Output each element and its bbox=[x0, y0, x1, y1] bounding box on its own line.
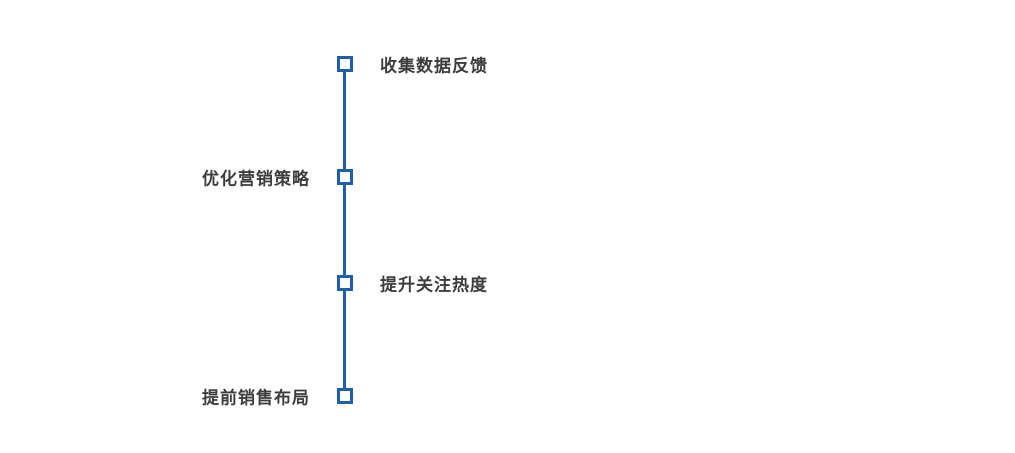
milestone-label: 提前销售布局 bbox=[202, 388, 310, 408]
milestone-marker bbox=[337, 275, 353, 291]
milestone-marker bbox=[337, 169, 353, 185]
milestone-marker bbox=[337, 56, 353, 72]
milestone-label: 提升关注热度 bbox=[380, 275, 488, 295]
milestone-label: 收集数据反馈 bbox=[380, 56, 488, 76]
timeline-line bbox=[343, 63, 346, 397]
milestone-marker bbox=[337, 388, 353, 404]
milestone-label: 优化营销策略 bbox=[202, 169, 310, 189]
